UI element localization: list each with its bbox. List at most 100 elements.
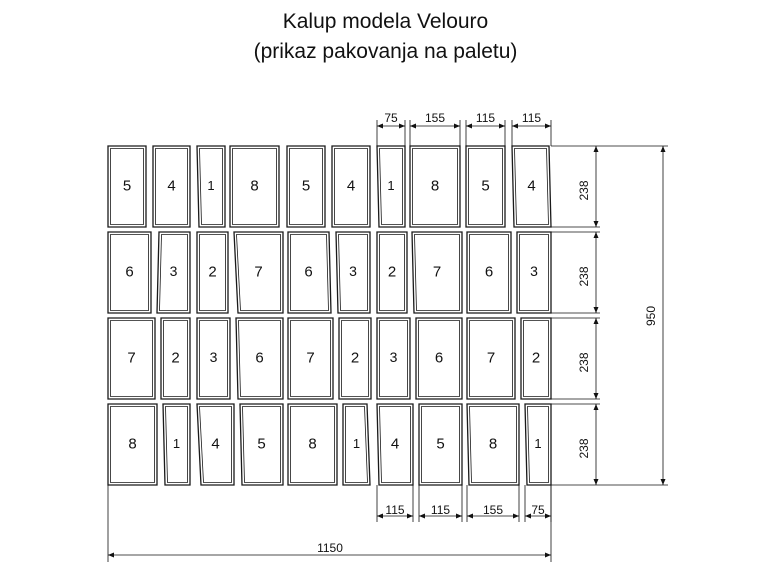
arrowhead xyxy=(660,479,666,485)
stone-inner-outline xyxy=(110,148,144,225)
stone-outline xyxy=(335,231,371,314)
stone-inner-outline xyxy=(236,234,281,311)
stone-outline xyxy=(196,231,229,314)
arrowhead xyxy=(593,307,599,313)
stone-number: 8 xyxy=(308,435,316,452)
stone-inner-outline xyxy=(469,406,517,483)
stone-outline xyxy=(107,317,156,400)
stone-inner-outline xyxy=(159,234,188,311)
stone-inner-outline xyxy=(338,234,368,311)
stone-number: 4 xyxy=(167,177,175,194)
stone-outline xyxy=(160,317,191,400)
arrowhead xyxy=(593,479,599,485)
stone-number: 5 xyxy=(302,177,310,194)
stone-outline xyxy=(466,317,516,400)
dimension-label: 75 xyxy=(531,503,545,517)
stone-inner-outline xyxy=(523,320,549,397)
arrowhead xyxy=(525,513,531,519)
stone-inner-outline xyxy=(345,406,368,483)
arrowhead xyxy=(593,221,599,227)
stone-inner-outline xyxy=(379,148,403,225)
arrowhead xyxy=(545,552,551,558)
stone-number: 3 xyxy=(349,263,357,279)
arrowhead xyxy=(513,513,519,519)
stone-outline xyxy=(162,403,191,486)
dimension-label: 75 xyxy=(384,111,398,125)
arrowhead xyxy=(399,123,405,129)
stone-inner-outline xyxy=(379,234,405,311)
stone-number: 8 xyxy=(431,177,439,194)
stone-number: 7 xyxy=(487,349,495,366)
stone-number: 2 xyxy=(351,349,359,366)
stone-inner-outline xyxy=(334,148,368,225)
stone-number: 1 xyxy=(387,178,394,193)
stone-outline xyxy=(376,231,408,314)
dimension-label: 115 xyxy=(385,503,404,517)
stone-number: 1 xyxy=(207,178,214,193)
stone-number: 6 xyxy=(304,263,312,280)
stone-outline xyxy=(376,145,406,228)
dimension-label: 115 xyxy=(522,111,541,125)
stone-inner-outline xyxy=(199,406,232,483)
stone-number: 7 xyxy=(306,349,314,366)
arrowhead xyxy=(108,552,114,558)
dimension-label: 115 xyxy=(431,503,450,517)
stone-inner-outline xyxy=(469,234,509,311)
stone-inner-outline xyxy=(110,406,155,483)
stone-number: 7 xyxy=(433,263,441,280)
stone-number: 4 xyxy=(347,177,355,194)
stone-inner-outline xyxy=(232,148,277,225)
stone-outline xyxy=(107,403,158,486)
stone-outline xyxy=(239,403,284,486)
stone-inner-outline xyxy=(421,406,460,483)
arrowhead xyxy=(407,513,413,519)
stone-outline xyxy=(466,231,512,314)
stone-inner-outline xyxy=(527,406,549,483)
arrowhead xyxy=(499,123,505,129)
stone-number: 5 xyxy=(257,435,265,452)
stone-outline xyxy=(415,317,463,400)
dimension-label: 238 xyxy=(577,438,591,458)
arrowhead xyxy=(593,404,599,410)
stone-number: 2 xyxy=(388,263,396,280)
stone-number: 7 xyxy=(254,263,262,280)
stone-outline xyxy=(465,145,506,228)
stone-number: 6 xyxy=(255,349,263,366)
stone-outline xyxy=(409,145,461,228)
stone-number: 1 xyxy=(173,436,180,451)
arrowhead xyxy=(410,123,416,129)
stone-inner-outline xyxy=(418,320,460,397)
stone-number: 5 xyxy=(436,435,444,452)
stone-outline xyxy=(338,317,372,400)
stone-inner-outline xyxy=(379,320,408,397)
stone-inner-outline xyxy=(290,406,335,483)
stone-number: 5 xyxy=(481,177,489,194)
stone-outline xyxy=(196,145,226,228)
stone-outline xyxy=(107,145,147,228)
stone-inner-outline xyxy=(199,234,226,311)
stone-outline xyxy=(411,231,463,314)
stone-outline xyxy=(235,317,284,400)
stone-number: 6 xyxy=(435,349,443,366)
dimension-label: 155 xyxy=(425,111,445,125)
dimension-label: 238 xyxy=(577,352,591,372)
stone-number: 4 xyxy=(391,435,399,452)
stone-outline xyxy=(287,403,338,486)
stone-inner-outline xyxy=(155,148,188,225)
arrowhead xyxy=(545,513,551,519)
stone-number: 3 xyxy=(210,349,218,365)
arrowhead xyxy=(466,123,472,129)
stone-inner-outline xyxy=(165,406,188,483)
stone-number: 1 xyxy=(353,436,360,451)
stone-inner-outline xyxy=(238,320,281,397)
arrowhead xyxy=(377,513,383,519)
stone-number: 4 xyxy=(211,435,219,452)
stone-inner-outline xyxy=(514,148,549,225)
stone-inner-outline xyxy=(341,320,369,397)
arrowhead xyxy=(593,393,599,399)
arrowhead xyxy=(419,513,425,519)
stone-outline xyxy=(376,317,411,400)
dimension-label: 155 xyxy=(483,503,503,517)
stone-number: 3 xyxy=(170,263,178,279)
